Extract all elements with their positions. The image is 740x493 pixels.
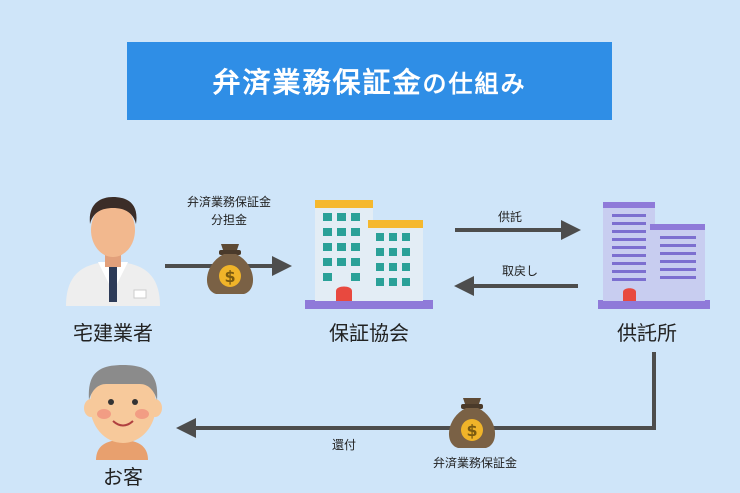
edge-label-share-line2: 分担金 [210, 213, 247, 227]
refund-arrow [176, 352, 656, 438]
agent-person-icon [66, 197, 160, 306]
money-bag-icon [206, 244, 254, 294]
customer-person-icon [84, 365, 162, 460]
money-bag-icon [448, 398, 496, 448]
edge-label-withdrawal: 取戻し [501, 264, 538, 278]
edge-label-share-line1: 弁済業務保証金 [186, 195, 271, 209]
edge-label-deposit: 供託 [497, 210, 522, 224]
title-suffix: の仕組み [422, 70, 527, 98]
diagram-title: 弁済業務保証金の仕組み [212, 61, 526, 101]
edge-label-refund: 還付 [331, 438, 356, 452]
node-label-agent: 宅建業者 [73, 321, 153, 345]
node-label-customer: お客 [103, 465, 143, 489]
edge-label-refund-money: 弁済業務保証金 [432, 456, 517, 470]
title-banner: 弁済業務保証金の仕組み [127, 42, 612, 120]
deposit-office-building-icon [598, 202, 710, 309]
node-label-association: 保証協会 [329, 321, 409, 345]
title-main: 弁済業務保証金 [212, 66, 423, 99]
association-building-icon [305, 200, 433, 309]
node-label-deposit-office: 供託所 [617, 321, 677, 345]
